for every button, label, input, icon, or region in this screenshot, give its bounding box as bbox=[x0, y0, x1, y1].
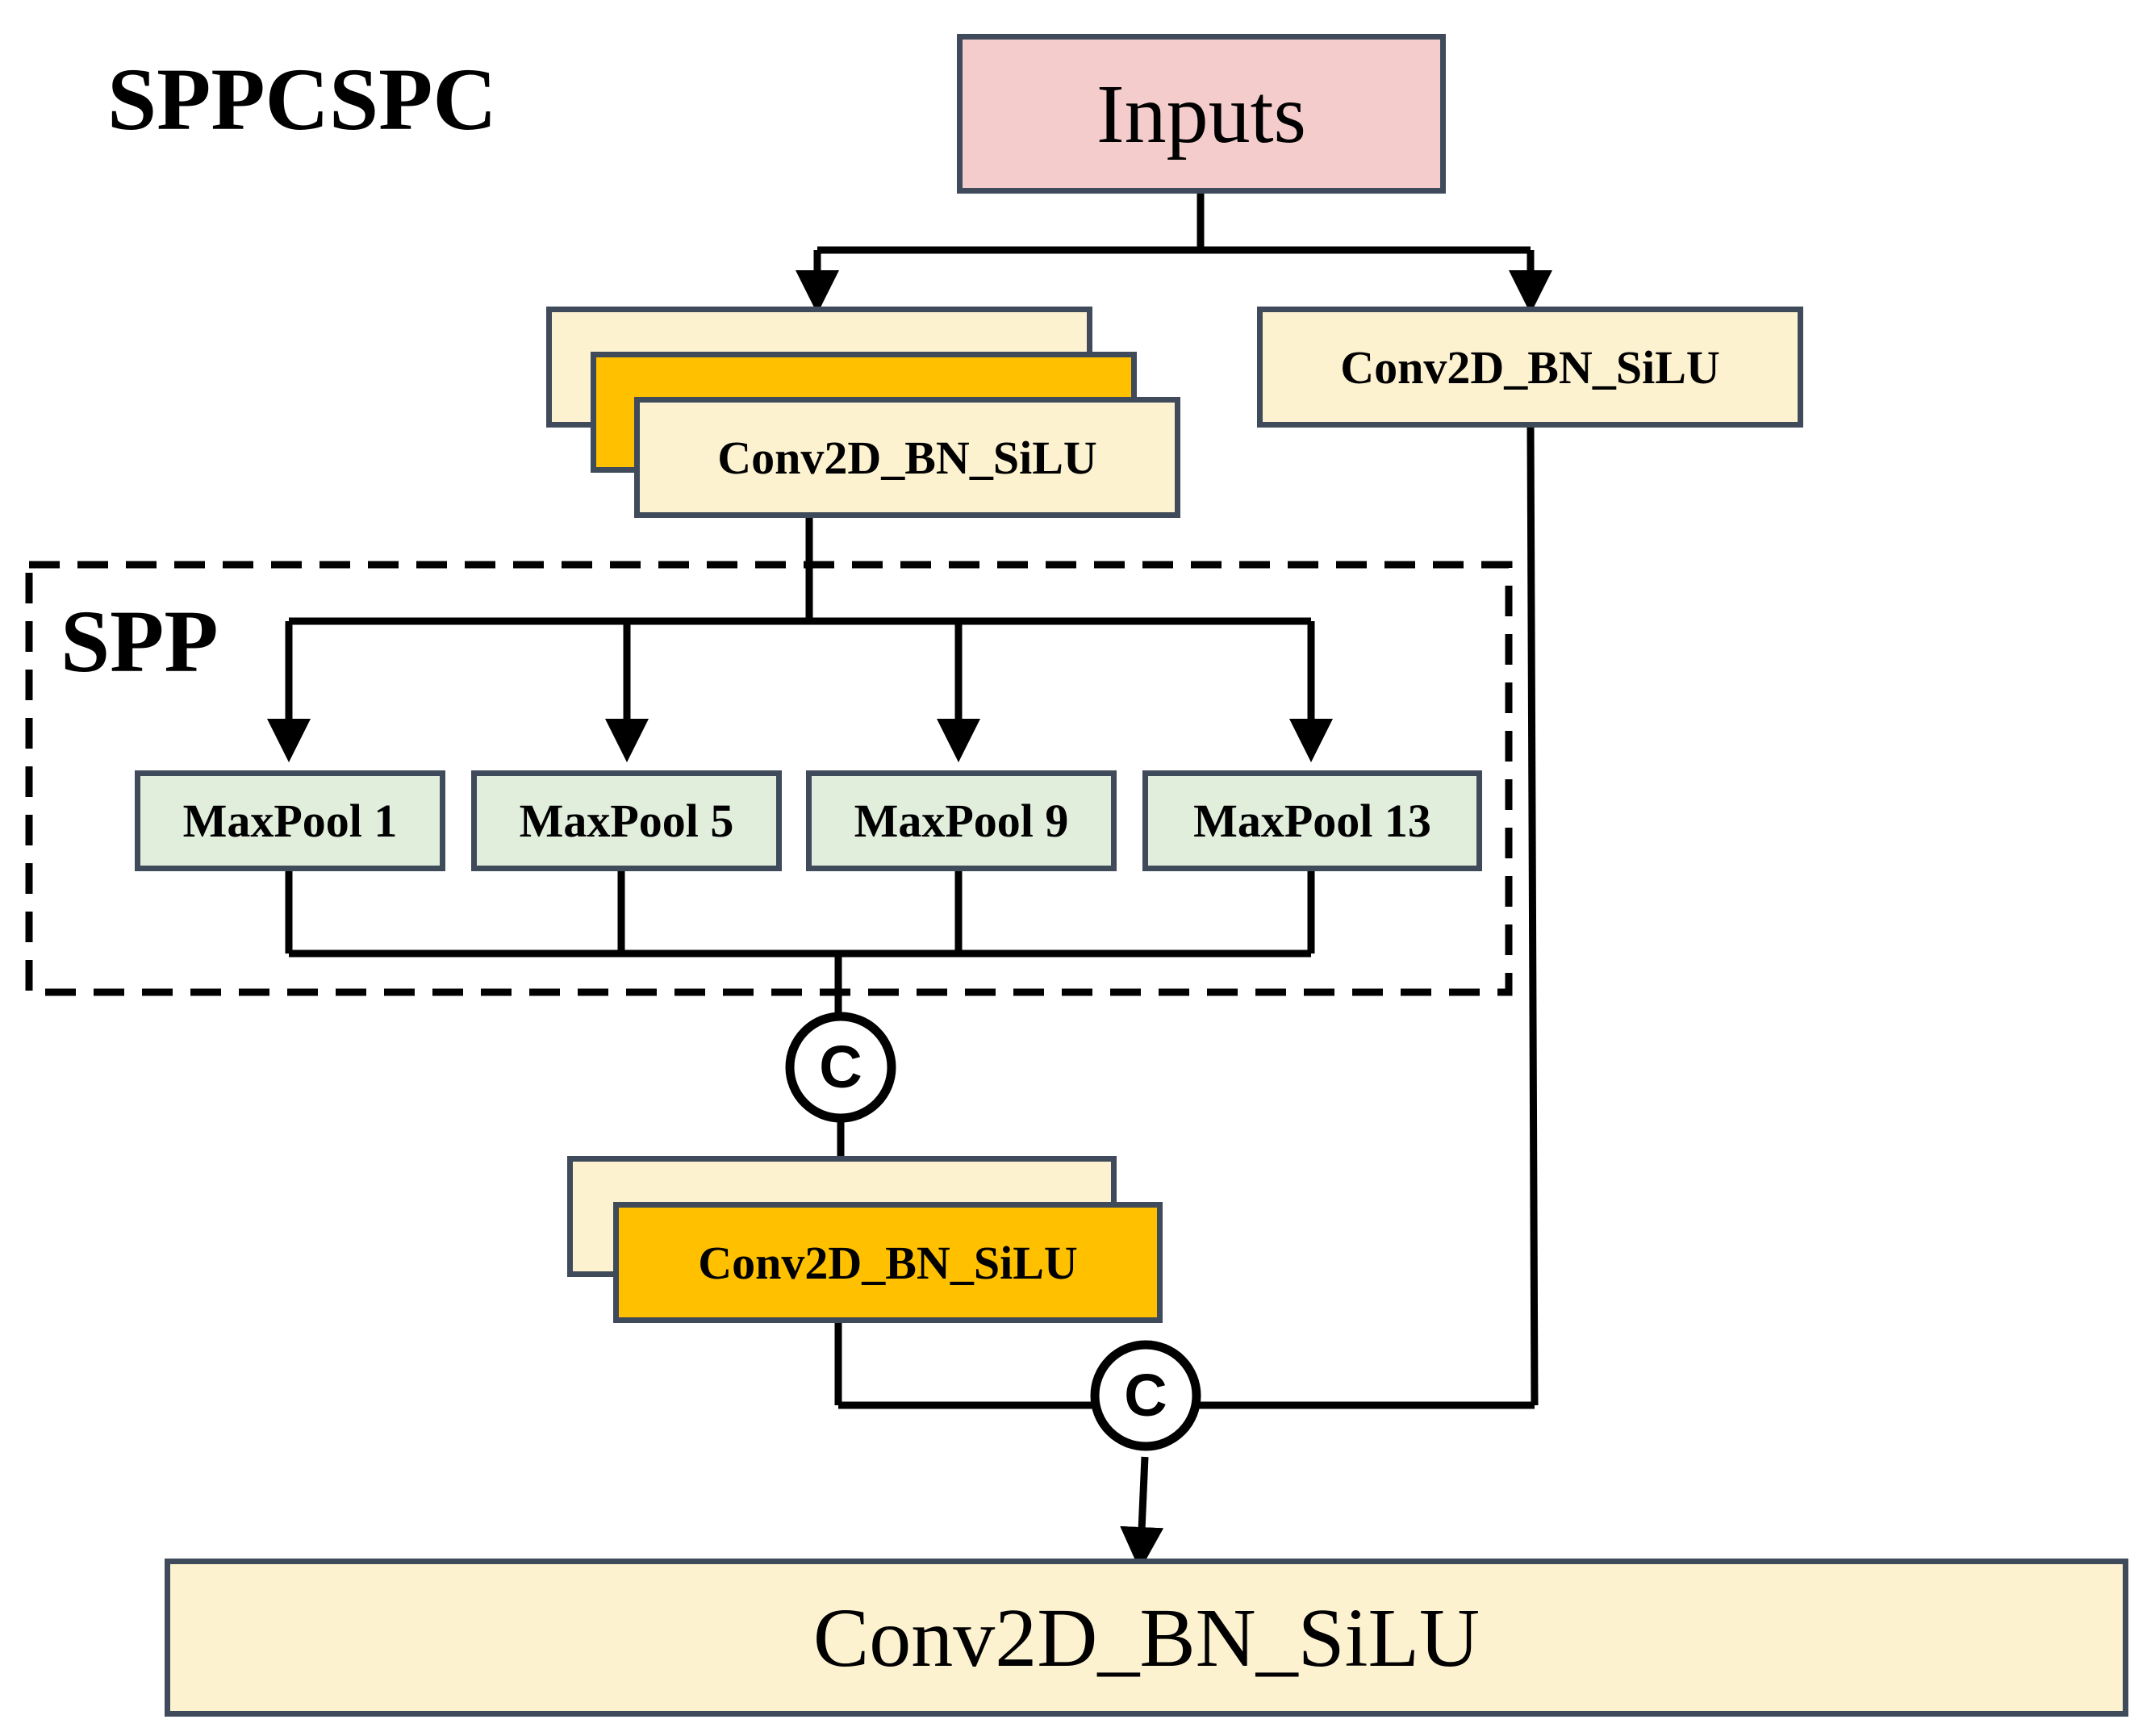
inputs-block: Inputs bbox=[957, 34, 1446, 194]
left-stack-front-block: Conv2D_BN_SiLU bbox=[634, 397, 1180, 518]
arrow-to-output bbox=[1120, 1456, 1164, 1571]
concat-node-2-label: C bbox=[1124, 1362, 1167, 1429]
concat-node-1-label: C bbox=[819, 1033, 862, 1100]
diagram-title: SPPCSPC bbox=[107, 50, 497, 148]
concat-node-1: C bbox=[785, 1012, 896, 1123]
right-branch-down bbox=[1526, 427, 1539, 1406]
output-block: Conv2D_BN_SiLU bbox=[165, 1559, 2128, 1717]
maxpool-13-block: MaxPool 13 bbox=[1142, 770, 1482, 871]
spp-group-label: SPP bbox=[61, 592, 219, 691]
spp-group-border bbox=[25, 561, 1513, 996]
maxpool-9-block: MaxPool 9 bbox=[806, 770, 1117, 871]
right-branch-block: Conv2D_BN_SiLU bbox=[1257, 307, 1803, 428]
maxpool-5-block: MaxPool 5 bbox=[471, 770, 782, 871]
concat-node-2: C bbox=[1090, 1340, 1201, 1451]
post-stack-front-block: Conv2D_BN_SiLU bbox=[613, 1202, 1163, 1323]
maxpool-1-block: MaxPool 1 bbox=[135, 770, 445, 871]
